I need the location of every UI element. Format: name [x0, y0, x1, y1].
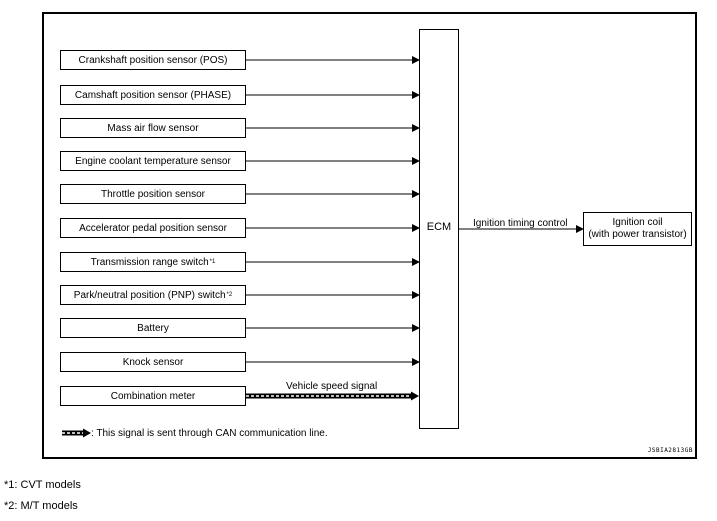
sensor-box: Transmission range switch*1: [60, 252, 246, 272]
sensor-label: Battery: [137, 322, 169, 334]
sensor-box: Camshaft position sensor (PHASE): [60, 85, 246, 105]
ignition-coil-block: Ignition coil (with power transistor): [583, 212, 692, 246]
footnote-1: *1: CVT models: [4, 479, 81, 491]
ecm-label: ECM: [426, 221, 452, 233]
sensor-box: Engine coolant temperature sensor: [60, 151, 246, 171]
sensor-label: Park/neutral position (PNP) switch: [73, 289, 226, 301]
sensor-box: Crankshaft position sensor (POS): [60, 50, 246, 70]
sensor-label: Accelerator pedal position sensor: [79, 222, 227, 234]
sensor-label: Combination meter: [110, 390, 196, 402]
sensor-label: Knock sensor: [122, 356, 184, 368]
sensor-box: Mass air flow sensor: [60, 118, 246, 138]
sensor-box: Battery: [60, 318, 246, 338]
sensor-box: Knock sensor: [60, 352, 246, 372]
sensor-box: Accelerator pedal position sensor: [60, 218, 246, 238]
can-signal-arrow: [246, 391, 419, 401]
sensor-label: Engine coolant temperature sensor: [75, 155, 231, 167]
sensor-box: Throttle position sensor: [60, 184, 246, 204]
can-legend-text: : This signal is sent through CAN commun…: [91, 428, 328, 439]
ignition-timing-control-label: Ignition timing control: [473, 218, 568, 229]
can-line-legend-icon: [62, 428, 91, 438]
diagram-frame: [42, 12, 697, 459]
vehicle-speed-signal-label: Vehicle speed signal: [286, 381, 378, 392]
sensor-footnote-mark: *2: [226, 292, 233, 298]
footnote-2: *2: M/T models: [4, 500, 78, 512]
ecm-block: ECM: [419, 29, 459, 429]
sensor-label: Transmission range switch: [90, 256, 209, 268]
sensor-label: Camshaft position sensor (PHASE): [74, 89, 232, 101]
figure-code: JSBIA2813GB: [647, 447, 693, 454]
ignition-coil-sublabel: (with power transistor): [588, 229, 687, 240]
sensor-label: Crankshaft position sensor (POS): [78, 54, 228, 66]
sensor-label: Throttle position sensor: [101, 188, 205, 200]
sensor-footnote-mark: *1: [209, 259, 216, 265]
sensor-box: Combination meter: [60, 386, 246, 406]
ignition-coil-label: Ignition coil: [612, 217, 663, 228]
sensor-box: Park/neutral position (PNP) switch*2: [60, 285, 246, 305]
sensor-label: Mass air flow sensor: [107, 122, 199, 134]
